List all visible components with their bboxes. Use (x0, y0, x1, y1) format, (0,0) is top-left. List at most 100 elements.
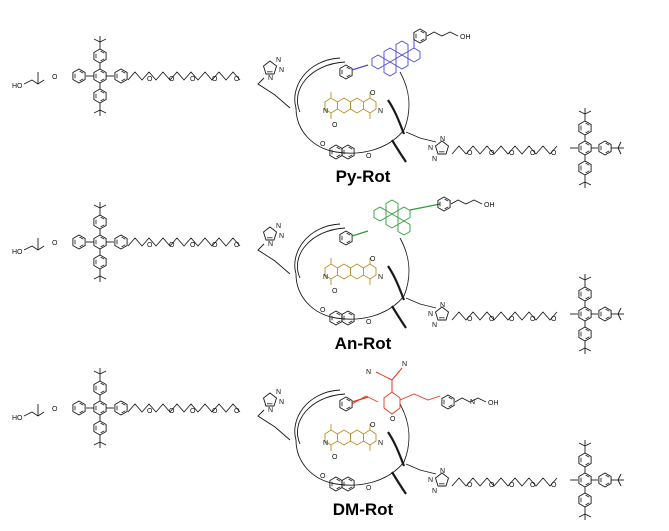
peg-oxygen-left-3: O (212, 242, 218, 249)
anthracene-ring-1 (385, 199, 399, 215)
ndi-o-a: O (332, 454, 338, 461)
dm-cn-b (391, 367, 403, 381)
triazole-n2: N (279, 399, 284, 406)
fluor-tail-chain (454, 397, 487, 403)
triazole-left (263, 60, 277, 75)
hydroxyl-label-left: HO (12, 249, 23, 256)
oxygen-label: O (52, 74, 58, 81)
stopper-left (73, 202, 127, 282)
fluor-tail-phenyl (441, 394, 455, 410)
anthracene-alkyne (409, 203, 441, 211)
ndi-n-left: N (323, 108, 328, 115)
anthracene-ring-0 (373, 206, 387, 222)
triazole-n3: N (268, 75, 273, 82)
fluor-tail-phenyl (413, 28, 427, 44)
fluor-tail-chain (426, 31, 459, 37)
axle-thread-b (391, 305, 407, 329)
stopper-left (73, 368, 127, 448)
crown-inner (297, 227, 346, 279)
peg-oxygen-left-0: O (147, 76, 153, 83)
fluor-phenyl (339, 230, 353, 246)
axle-bond-right (405, 297, 437, 309)
triazole-right-n3: N (440, 302, 445, 309)
pyrene-ring-0 (371, 54, 385, 70)
peg-oxygen-left-2: O (190, 242, 196, 249)
peg-chain-right (451, 145, 558, 155)
dm-ring-oxygen: O (390, 416, 396, 423)
ndi-n-left: N (323, 440, 328, 447)
peg-oxygen-right-4: O (551, 316, 557, 323)
triazole-n2: N (279, 67, 284, 74)
naphthalene-b (341, 310, 355, 326)
triazole-right-n1: N (428, 477, 433, 484)
peg-oxygen-right-2: O (509, 150, 515, 157)
peg-oxygen-right-4: O (551, 150, 557, 157)
peg-oxygen-right-0: O (467, 316, 473, 323)
panel-title-an: An-Rot (335, 334, 392, 353)
pyrene-ring-2 (383, 61, 397, 77)
ndi-o-b: O (370, 422, 376, 429)
axle-thread-b (391, 471, 407, 495)
anthracene-ring-2 (397, 206, 411, 222)
dm-vinyl-left (351, 395, 379, 405)
triazole-left (263, 392, 277, 407)
crown-inner (297, 393, 346, 445)
alkyne-bond (351, 64, 369, 71)
dm-cn-a (375, 371, 393, 381)
crown-oxygen-a: O (320, 307, 326, 314)
dm-nitrile-b: N (402, 361, 407, 368)
crown-oxygen-b: O (366, 319, 372, 326)
peg-oxygen-right-0: O (467, 150, 473, 157)
peg-oxygen-right-2: O (509, 482, 515, 489)
axle-bond (257, 243, 291, 275)
peg-oxygen-left-0: O (147, 408, 153, 415)
ndi-n-right: N (378, 108, 383, 115)
hydroxyl-label-left: HO (12, 415, 23, 422)
peg-chain-right (451, 477, 558, 487)
tail-bond-left (23, 79, 45, 85)
peg-oxygen-left-1: O (169, 408, 175, 415)
crown-oxygen-b: O (366, 485, 372, 492)
triazole-right-n3: N (440, 136, 445, 143)
fluor-phenyl (339, 64, 353, 80)
axle-thread-a (387, 265, 406, 301)
fluor-tail-chain (450, 199, 483, 205)
peg-oxygen-left-4: O (234, 242, 240, 249)
tail-bond-left (23, 411, 45, 417)
peg-oxygen-left-2: O (190, 76, 196, 83)
stopper-right (570, 440, 624, 520)
peg-oxygen-right-1: O (489, 150, 495, 157)
ndi-n-right: N (378, 274, 383, 281)
oxygen-label: O (52, 240, 58, 247)
anthracene-ring-3 (385, 213, 399, 229)
dm-amine: N (470, 399, 475, 406)
fluorophore-anthracene (373, 199, 441, 236)
naphthalene-b (341, 144, 355, 160)
peg-oxygen-left-4: O (234, 76, 240, 83)
triazole-n1: N (276, 223, 281, 230)
ndi-n-right: N (378, 440, 383, 447)
pyrene-ring-5 (407, 47, 421, 63)
dm-nitrile-a: N (366, 369, 371, 376)
fluorophore-dicyanomethylene-pyran: N N O N (351, 361, 475, 423)
axle-bond (257, 409, 291, 441)
triazole-left (263, 226, 277, 241)
axle-thread-b (391, 139, 407, 163)
ndi-o-a: O (332, 288, 338, 295)
pyrene-ring-4 (395, 40, 409, 56)
peg-oxygen-right-3: O (530, 482, 536, 489)
stopper-right (570, 274, 624, 354)
peg-oxygen-left-1: O (169, 242, 175, 249)
crown-oxygen-a: O (320, 473, 326, 480)
triazole-right-n2: N (432, 322, 437, 329)
hydroxyl-label-fluor: OH (460, 34, 471, 41)
triazole-right-n1: N (428, 311, 433, 318)
oxygen-label: O (52, 406, 58, 413)
peg-chain-left (127, 403, 241, 413)
dm-pyran (383, 391, 401, 415)
ndi-core (324, 423, 377, 452)
alkyne-bond (351, 230, 369, 237)
